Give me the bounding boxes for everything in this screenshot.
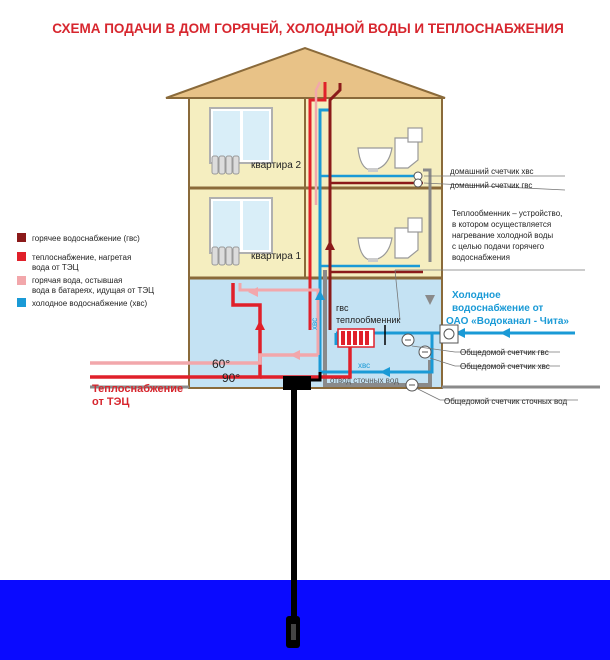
hvs-horizontal-label: хвс <box>358 361 370 370</box>
exchanger-desc-line-5: водоснабжения <box>452 253 510 262</box>
legend-label-heat-2: вода от ТЭЦ <box>32 263 79 272</box>
exchanger-desc-line-3: нагревание холодной воды <box>452 231 553 240</box>
arrow-return-left-2 <box>290 350 300 360</box>
exchanger-desc-line-4: с целью подачи горячего <box>452 242 545 251</box>
water-body <box>0 580 610 660</box>
heat-return-riser <box>238 283 320 355</box>
home-meter-hot-label: домашний счетчик гвс <box>450 181 532 190</box>
heat-exchanger <box>337 325 386 348</box>
sewer-riser <box>423 168 432 262</box>
sink-floor-2 <box>357 147 393 172</box>
exchanger-label: теплообменник <box>336 315 400 325</box>
heat-return-vertical <box>314 81 322 205</box>
building-meter-cold <box>418 345 432 359</box>
arrow-hot-up <box>325 240 335 250</box>
sink-floor-1 <box>357 237 393 262</box>
legend-label-return-2: вода в батареях, идущая от ТЭЦ <box>32 286 154 295</box>
building-meter-hot-label: Общедомой счетчик гвс <box>460 348 549 357</box>
hvs-vertical-label: хвс <box>310 318 319 330</box>
well-pump-detail <box>291 624 296 640</box>
temp-90-label: 90° <box>222 371 240 385</box>
arrow-cold-in-2 <box>500 328 510 338</box>
legend: горячее водоснабжение (гвс) теплоснабжен… <box>17 233 154 308</box>
legend-label-hot: горячее водоснабжение (гвс) <box>32 234 140 243</box>
apartment-2-label: квартира 2 <box>251 160 302 171</box>
hot-riser <box>328 83 342 330</box>
cold-supply-line-2: водоснабжение от <box>452 302 543 314</box>
arrow-cold-in <box>455 328 465 338</box>
legend-swatch-cold <box>17 298 26 307</box>
home-meter-hot <box>413 178 423 188</box>
exchanger-desc-line-2: в котором осуществляется <box>452 220 551 229</box>
cold-supply-line-1: Холодное <box>452 290 501 301</box>
building-meter-cold-label: Общедомой счетчик хвс <box>460 362 550 371</box>
arrow-heat-up <box>255 320 265 330</box>
cold-basement-loop <box>320 333 434 374</box>
apartment-1-label: квартира 1 <box>251 251 302 262</box>
home-meter-cold-label: домашний счетчик хвс <box>450 167 534 176</box>
window-floor-2 <box>209 107 273 164</box>
toilet-floor-2 <box>394 127 423 169</box>
building-meter-sewer <box>405 378 419 392</box>
sewer-label: отвод сточных вод <box>330 376 399 385</box>
cold-supply-line-3: ОАО «Водоканал - Чита» <box>446 316 569 327</box>
house-roof <box>165 46 446 99</box>
well-inlet-pipe <box>311 372 322 382</box>
heat-riser <box>308 82 327 330</box>
exchanger-description: Теплообменник – устройство, в котором ос… <box>452 209 565 262</box>
arrow-cold-up <box>315 290 325 300</box>
cold-inlet-valve <box>439 324 459 344</box>
heat-supply-label: Теплоснабжение от ТЭЦ <box>92 383 186 408</box>
building-meter-hot <box>401 333 415 347</box>
legend-label-heat-1: теплоснабжение, нагретая <box>32 253 131 262</box>
callout-lines <box>394 175 585 401</box>
legend-swatch-return <box>17 276 26 285</box>
cold-riser <box>318 108 330 372</box>
legend-swatch-heat <box>17 252 26 261</box>
heat-return-pipe <box>90 353 318 365</box>
window-floor-1 <box>209 197 273 254</box>
radiator-floor-2 <box>211 155 240 175</box>
cold-supply-label: Холодное водоснабжение от ОАО «Водоканал… <box>446 290 569 327</box>
heat-supply-line-2: от ТЭЦ <box>92 396 129 408</box>
arrow-return-left <box>248 287 258 297</box>
legend-swatch-hot <box>17 233 26 242</box>
diagram-title: СХЕМА ПОДАЧИ В ДОМ ГОРЯЧЕЙ, ХОЛОДНОЙ ВОД… <box>52 21 564 36</box>
gvs-label: гвс <box>336 303 349 313</box>
toilet-floor-1 <box>394 217 423 259</box>
well-inlet-block <box>283 376 311 390</box>
legend-label-return-1: горячая вода, остывшая <box>32 276 122 285</box>
arrow-sewer-down <box>425 295 435 305</box>
exchanger-desc-line-1: Теплообменник – устройство, <box>452 209 562 218</box>
heat-supply-pipe <box>90 283 262 379</box>
radiator-floor-1 <box>211 246 240 266</box>
well-pipe <box>291 385 297 617</box>
building-meter-sewer-label: Общедомой счетчик сточных вод <box>444 397 567 406</box>
legend-label-cold: холодное водоснабжение (хвс) <box>32 299 148 308</box>
heat-supply-line-1: Теплоснабжение <box>92 383 183 395</box>
temp-60-label: 60° <box>212 357 230 371</box>
arrow-cold-left <box>380 367 390 377</box>
